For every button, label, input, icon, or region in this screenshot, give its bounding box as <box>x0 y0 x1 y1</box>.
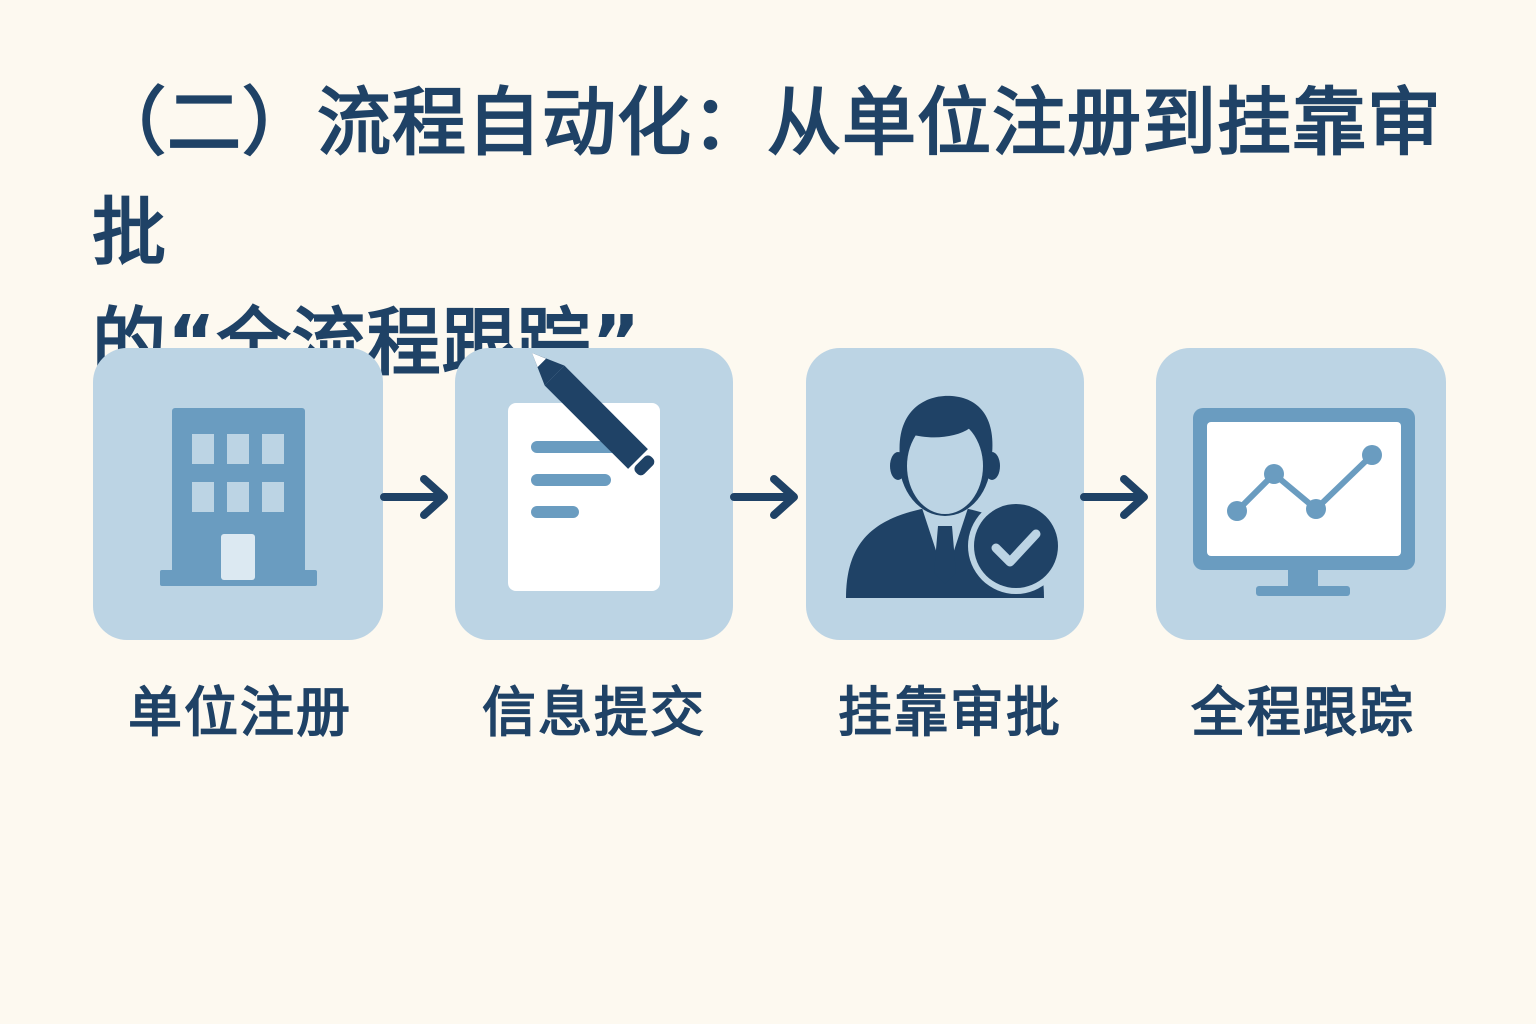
step-card-full-tracking <box>1156 348 1446 640</box>
monitor-chart-icon <box>1193 408 1415 596</box>
step-label-affiliation-approval: 挂靠审批 <box>838 681 1062 744</box>
arrow-right-icon <box>730 475 798 519</box>
building-icon <box>160 408 317 586</box>
page-title: （二）流程自动化：从单位注册到挂靠审批 的“全流程跟踪” <box>92 68 1512 398</box>
step-card-info-submission <box>455 348 733 640</box>
arrow-right-icon <box>380 475 448 519</box>
step-card-affiliation-approval <box>806 348 1084 640</box>
arrow-right-icon <box>1080 475 1148 519</box>
step-label-info-submission: 信息提交 <box>482 681 706 744</box>
step-label-full-tracking: 全程跟踪 <box>1191 681 1415 744</box>
step-label-unit-registration: 单位注册 <box>128 681 352 744</box>
step-card-unit-registration <box>93 348 383 640</box>
title-line-1: （二）流程自动化：从单位注册到挂靠审批 <box>92 80 1442 276</box>
document-pencil-icon <box>508 352 660 591</box>
person-check-icon <box>846 395 1064 598</box>
